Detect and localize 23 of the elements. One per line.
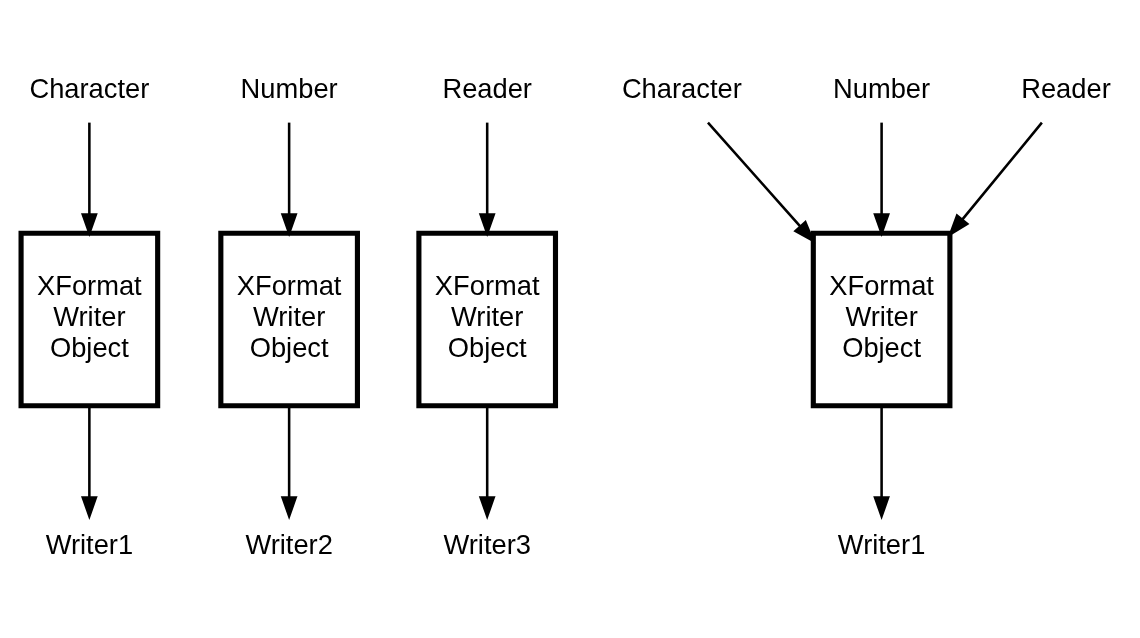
arrow	[947, 121, 1043, 237]
node-box: XFormat Writer Object	[810, 230, 953, 408]
arrow	[280, 122, 298, 237]
node-text: Character	[621, 72, 742, 104]
arrow	[81, 405, 98, 520]
node-text: Character	[29, 72, 150, 104]
node-text: Number	[240, 72, 338, 104]
node-box: XFormat Writer Object	[218, 230, 360, 408]
node-box: XFormat Writer Object	[18, 230, 161, 408]
arrow	[873, 405, 890, 520]
arrow	[81, 122, 98, 237]
node-text: Writer2	[245, 528, 333, 560]
node-text: Number	[833, 72, 931, 104]
arrow	[478, 122, 496, 237]
node-text: Reader	[442, 72, 532, 104]
node-text: Writer1	[45, 528, 134, 560]
arrow	[280, 405, 298, 520]
node-box: XFormat Writer Object	[416, 230, 559, 408]
node-text: Writer3	[443, 528, 531, 560]
node-text: Reader	[1021, 72, 1111, 104]
arrow	[873, 122, 890, 237]
node-text: Writer1	[837, 528, 926, 560]
arrow	[478, 405, 496, 520]
